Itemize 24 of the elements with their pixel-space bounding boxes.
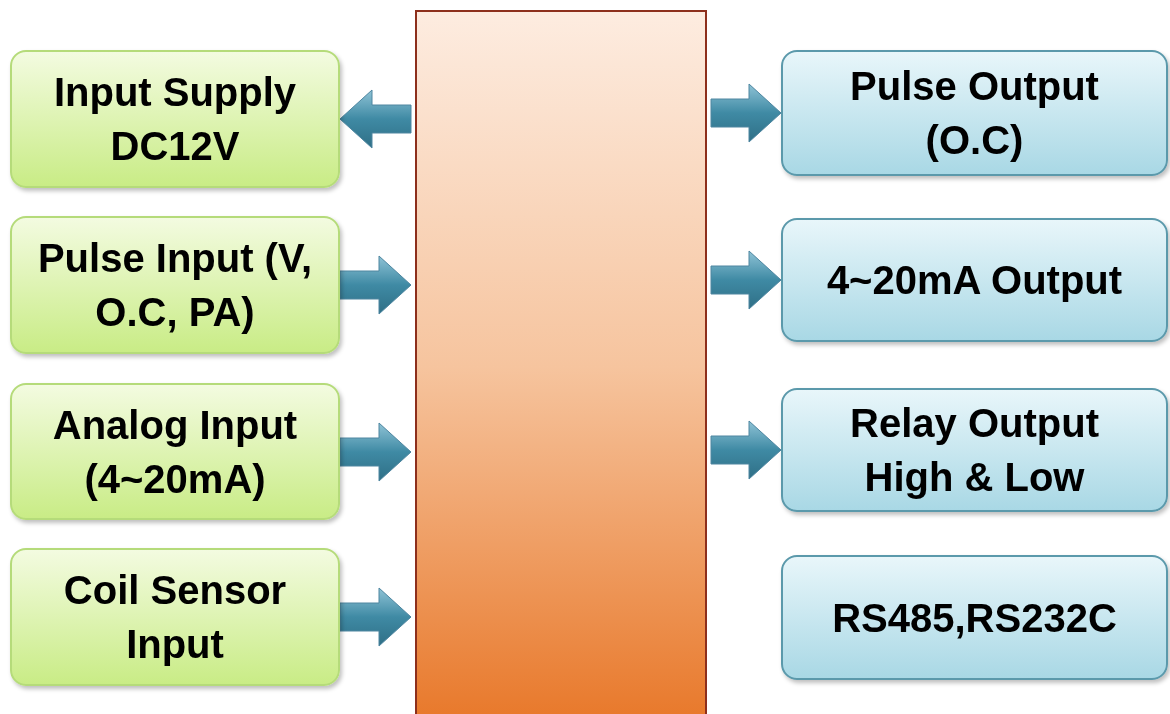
- box-label: Input Supply DC12V: [52, 69, 298, 170]
- block-arrow: [710, 83, 782, 143]
- block-arrow: [710, 250, 782, 310]
- output-box: [781, 555, 1168, 680]
- block-arrow: [339, 422, 412, 482]
- block-arrow: [339, 89, 412, 149]
- output-box: [781, 218, 1168, 342]
- block-arrow: [339, 255, 412, 315]
- input-box: [10, 383, 340, 520]
- device-box: [415, 10, 707, 714]
- output-box: [781, 388, 1168, 512]
- box-label: Analog Input (4~20mA): [51, 401, 299, 503]
- output-box: [781, 50, 1168, 176]
- block-arrow: [339, 587, 412, 647]
- input-box: [10, 548, 340, 686]
- input-box: [10, 216, 340, 354]
- box-label: RS485,RS232C: [832, 594, 1117, 642]
- box-label: Pulse Output (O.C): [849, 63, 1100, 164]
- input-box: [10, 50, 340, 188]
- block-arrow: [710, 420, 782, 480]
- box-label: Coil Sensor Input: [62, 567, 288, 668]
- box-label: 4~20mA Output: [826, 257, 1123, 304]
- box-label: Relay Output High & Low: [849, 400, 1100, 501]
- box-label: Pulse Input (V, O.C, PA): [36, 235, 314, 336]
